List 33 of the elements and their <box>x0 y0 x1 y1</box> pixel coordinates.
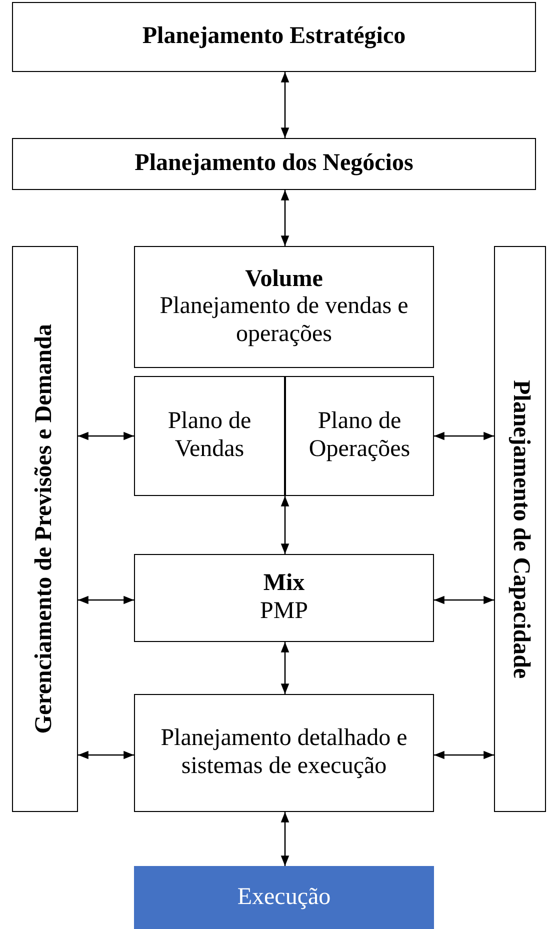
box-label: Gerenciamento de Previsões e Demanda <box>31 324 58 734</box>
box-label: Planejamento de vendas e operações <box>158 293 410 348</box>
process-box <box>134 376 285 496</box>
box-label: Execução <box>236 884 332 912</box>
process-box <box>134 694 434 812</box>
box-label: Mix <box>263 570 305 598</box>
box-label: Plano de Vendas <box>166 408 252 464</box>
process-box <box>12 138 536 190</box>
process-box <box>12 246 78 812</box>
box-label: Volume <box>245 266 323 294</box>
double-arrow <box>280 190 290 246</box>
process-box <box>134 246 434 368</box>
double-arrow <box>280 72 290 138</box>
box-label: Planejamento Estratégico <box>142 23 406 51</box>
double-arrow <box>434 596 494 604</box>
double-arrow <box>280 642 290 694</box>
process-box <box>12 2 536 72</box>
double-arrow <box>280 496 290 554</box>
double-arrow <box>78 750 134 760</box>
double-arrow <box>280 812 290 866</box>
process-box <box>134 554 434 642</box>
box-label: Plano de Operações <box>308 408 412 464</box>
filled-box <box>134 866 434 929</box>
box-label: Planejamento dos Negócios <box>134 150 414 178</box>
box-label: Planejamento de Capacidade <box>506 380 534 678</box>
box-label: PMP <box>258 598 310 626</box>
double-arrow <box>78 596 134 604</box>
process-box <box>494 246 546 812</box>
process-box <box>285 376 434 496</box>
double-arrow <box>434 750 494 760</box>
double-arrow <box>78 432 134 440</box>
double-arrow <box>434 432 494 440</box>
box-label: Planejamento detalhado e sistemas de execução <box>160 725 408 781</box>
